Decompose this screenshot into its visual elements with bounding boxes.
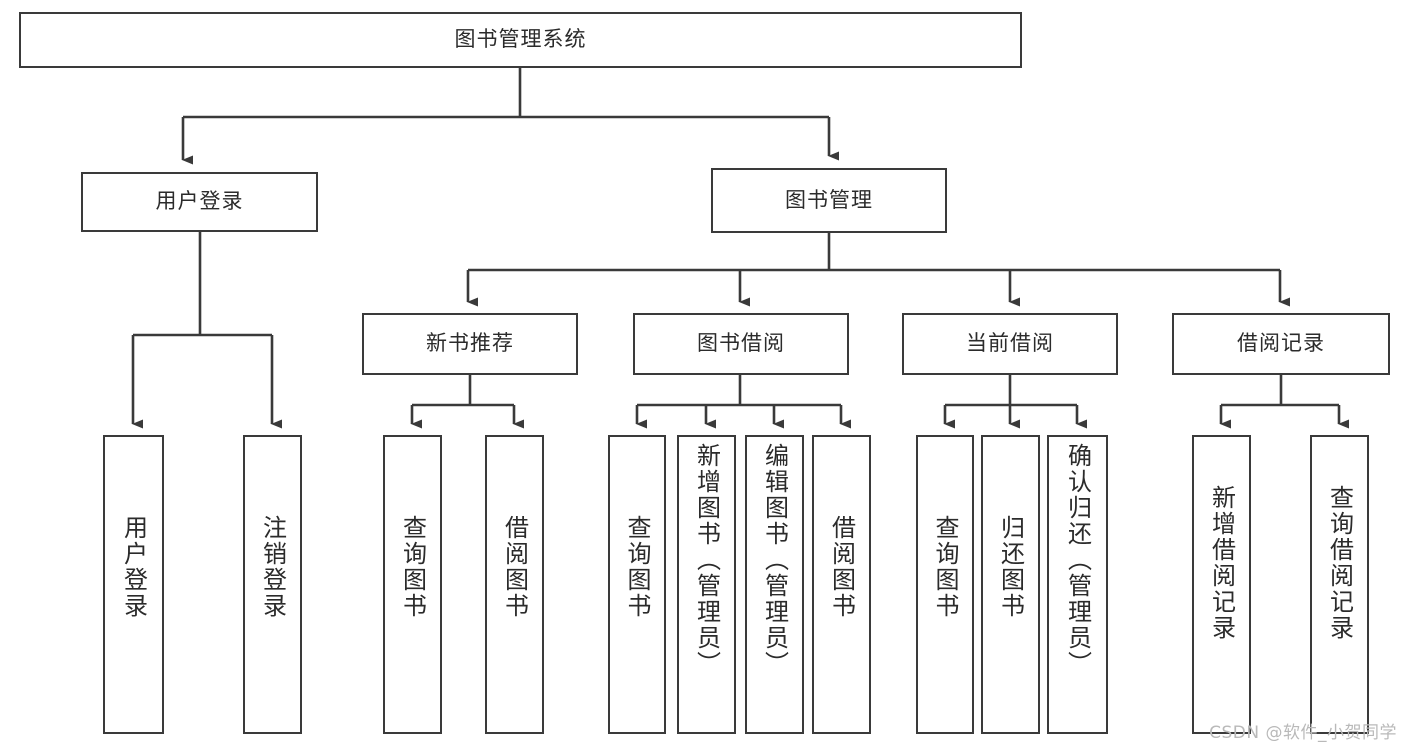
node-label: 查询图书 (623, 515, 651, 619)
node-label: 确认归还（管理员） (1063, 443, 1092, 677)
node-label: 用户登录 (155, 189, 244, 214)
node-label: 新增借阅记录 (1207, 485, 1236, 641)
leaf-book-borrow-edit-book-admin[interactable]: 编辑图书（管理员） (745, 435, 804, 734)
node-label: 图书借阅 (697, 331, 785, 356)
leaf-book-borrow-add-book-admin[interactable]: 新增图书（管理员） (677, 435, 736, 734)
node-label: 编辑图书（管理员） (760, 443, 789, 677)
node-borrow-record[interactable]: 借阅记录 (1172, 313, 1390, 375)
leaf-borrow-record-add-record[interactable]: 新增借阅记录 (1192, 435, 1251, 734)
node-label: 图书管理 (785, 187, 873, 212)
leaf-user-login-logout[interactable]: 注销登录 (243, 435, 302, 734)
node-label: 新增图书（管理员） (692, 443, 721, 677)
node-book-management[interactable]: 图书管理 (711, 168, 947, 233)
node-label: 归还图书 (996, 515, 1025, 619)
csdn-watermark: CSDN @软件_小贺同学 (1209, 723, 1397, 743)
leaf-book-borrow-borrow-book[interactable]: 借阅图书 (812, 435, 871, 734)
node-new-book-recommend[interactable]: 新书推荐 (362, 313, 578, 375)
node-label: 用户登录 (119, 515, 148, 619)
node-book-borrow[interactable]: 图书借阅 (633, 313, 849, 375)
node-label: 注销登录 (258, 515, 287, 619)
leaf-borrow-record-query-record[interactable]: 查询借阅记录 (1310, 435, 1369, 734)
leaf-current-borrow-return-book[interactable]: 归还图书 (981, 435, 1040, 734)
node-root-book-management-system[interactable]: 图书管理系统 (19, 12, 1022, 68)
node-label: 当前借阅 (966, 331, 1054, 356)
node-label: 借阅图书 (827, 515, 856, 619)
node-label: 图书管理系统 (454, 27, 587, 52)
leaf-new-book-borrow-book[interactable]: 借阅图书 (485, 435, 544, 734)
leaf-book-borrow-query-book[interactable]: 查询图书 (608, 435, 666, 734)
node-label: 借阅图书 (500, 515, 529, 619)
node-label: 查询图书 (931, 515, 959, 619)
node-current-borrow[interactable]: 当前借阅 (902, 313, 1118, 375)
node-label: 查询借阅记录 (1325, 485, 1354, 641)
node-user-login[interactable]: 用户登录 (81, 172, 318, 232)
node-label: 查询图书 (398, 515, 427, 619)
leaf-current-borrow-query-book[interactable]: 查询图书 (916, 435, 974, 734)
leaf-new-book-query-book[interactable]: 查询图书 (383, 435, 442, 734)
leaf-user-login-login[interactable]: 用户登录 (103, 435, 164, 734)
node-label: 新书推荐 (426, 331, 514, 356)
leaf-current-borrow-confirm-return-admin[interactable]: 确认归还（管理员） (1047, 435, 1108, 734)
node-label: 借阅记录 (1237, 331, 1325, 356)
